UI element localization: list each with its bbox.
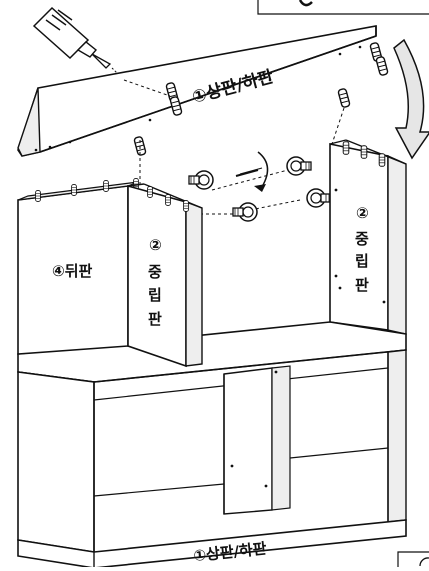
curved-arrow-icon [393, 38, 429, 160]
left-divider-label-c2: 립 [148, 286, 162, 304]
right-divider-label-c1: 중 [355, 230, 369, 248]
left-divider-label-num: ② [149, 236, 162, 254]
back-panel-label: ④뒤판 [52, 262, 93, 280]
left-divider-label-c3: 판 [148, 310, 162, 328]
screwdriver-icon [235, 151, 269, 192]
corner-badge [397, 551, 429, 567]
left-divider-panel [127, 183, 203, 368]
info-box [257, 0, 429, 15]
right-divider-label-num: ② [356, 204, 369, 222]
lower-cabinet [17, 321, 407, 569]
right-divider-label-c3: 판 [355, 276, 369, 294]
right-divider-label-c2: 립 [355, 252, 369, 270]
top-panel [17, 25, 377, 157]
glue-bottle-icon [32, 6, 125, 81]
right-divider-panel [329, 139, 407, 335]
left-divider-label-c1: 중 [148, 263, 162, 281]
